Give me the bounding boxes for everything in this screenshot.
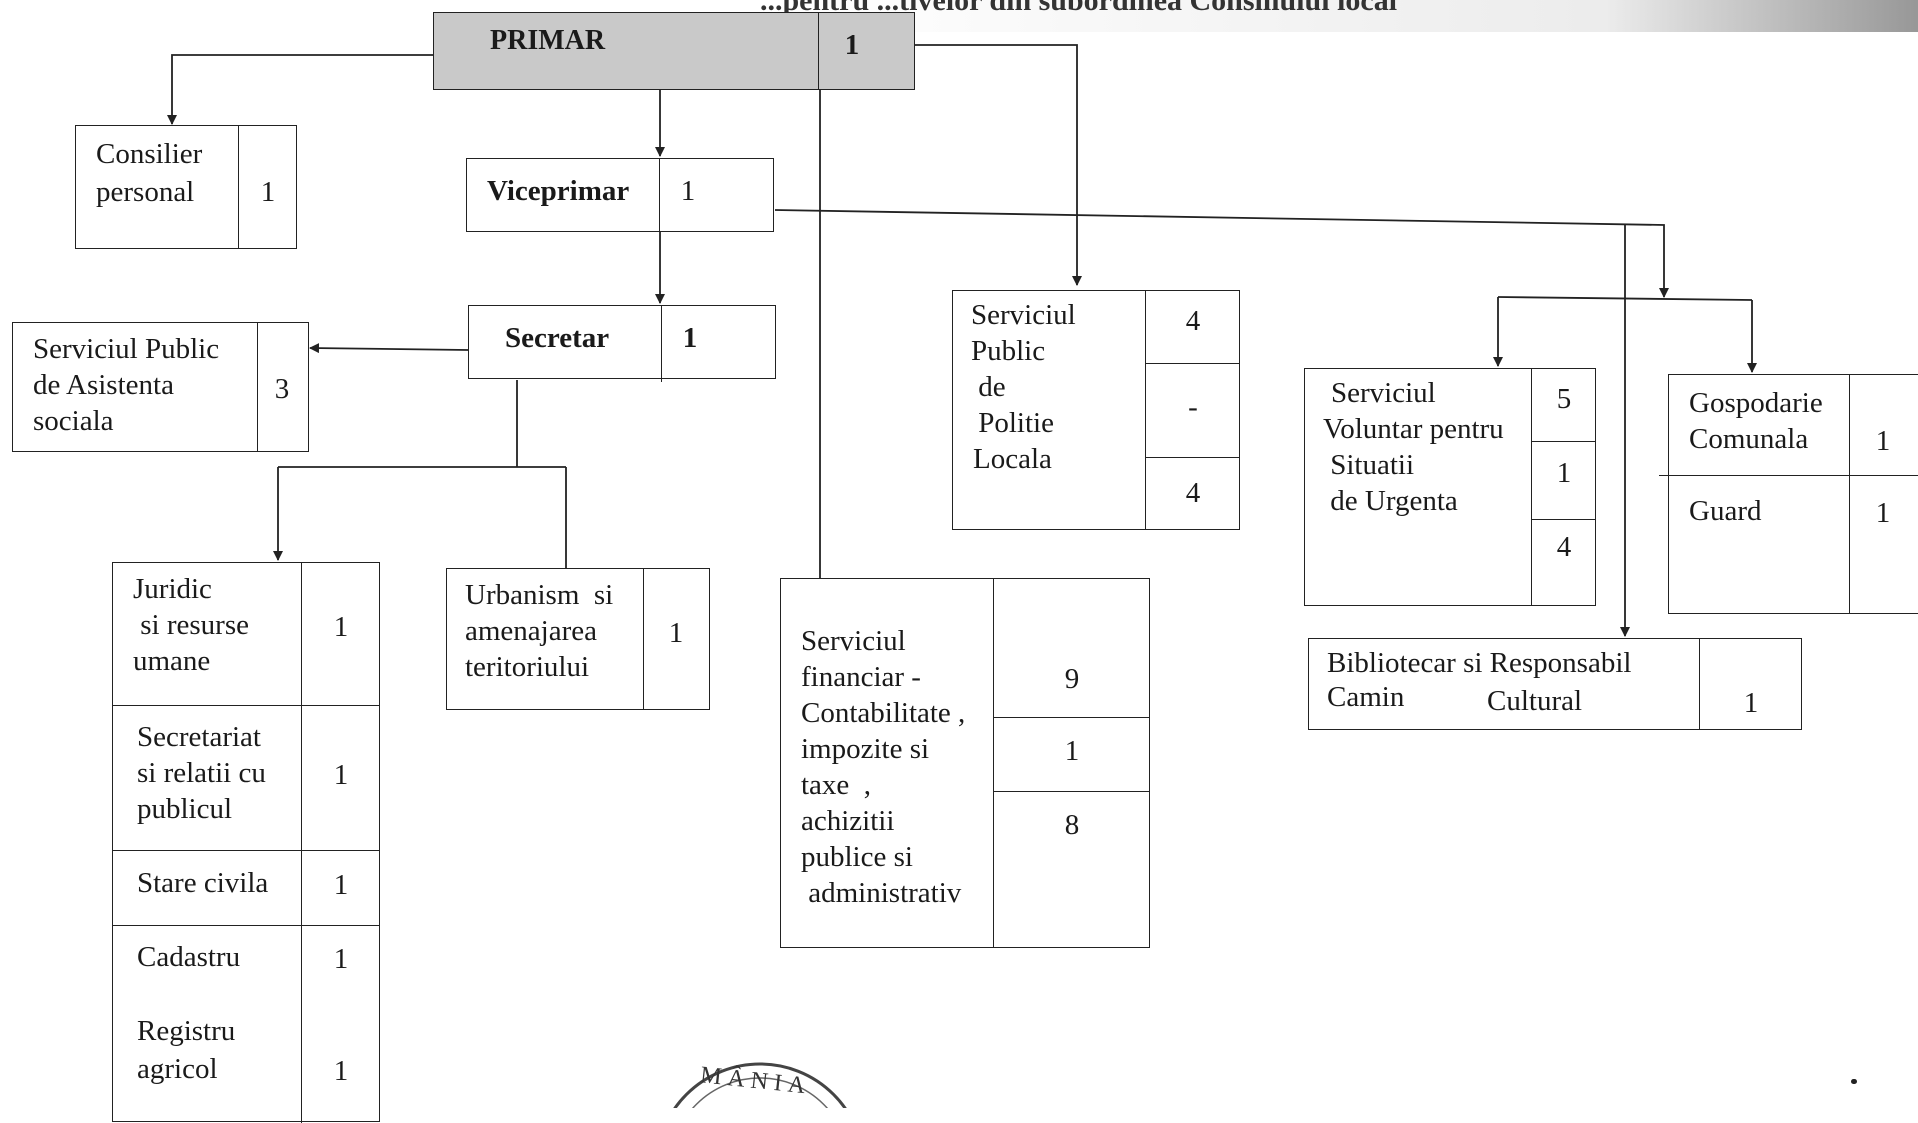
bibliotecar-label-1: Bibliotecar si Responsabil (1327, 647, 1632, 679)
urbanism-label-1: Urbanism si (465, 579, 614, 611)
secretariat-count: 1 (333, 759, 349, 791)
bibliotecar-box: Bibliotecar si Responsabil Camin Cultura… (1308, 638, 1802, 730)
bibliotecar-label-2a: Camin (1327, 681, 1405, 713)
consilier-label-1: Consilier (96, 138, 203, 170)
politie-line-3: de (971, 371, 1006, 403)
bibliotecar-count: 1 (1743, 687, 1759, 719)
urbanism-label-2: amenajarea (465, 615, 598, 647)
politie-count-2: - (1188, 391, 1198, 423)
voluntar-box: Serviciul Voluntar pentru Situatii de Ur… (1304, 368, 1596, 606)
voluntar-count-2: 1 (1556, 457, 1572, 489)
asistenta-label-3: sociala (33, 405, 114, 437)
financiar-line-3: Contabilitate , (801, 697, 966, 729)
bibliotecar-label-2b: Cultural (1487, 685, 1583, 717)
secretar-box: Secretar 1 (468, 305, 776, 382)
financiar-line-8: administrativ (801, 877, 962, 909)
financiar-line-6: achizitii (801, 805, 895, 837)
financiar-line-7: publice si (801, 841, 913, 873)
guard-label: Guard (1689, 495, 1762, 527)
registru-label-2: agricol (137, 1053, 218, 1085)
registru-count: 1 (333, 1055, 349, 1087)
primar-count: 1 (844, 29, 860, 61)
viceprimar-count: 1 (680, 175, 696, 207)
voluntar-line-1: Serviciul (1331, 377, 1436, 409)
viceprimar-box: Viceprimar 1 (466, 158, 774, 232)
cadastru-count: 1 (333, 943, 349, 975)
politie-line-1: Serviciul (971, 299, 1076, 331)
politie-count-3: 4 (1185, 477, 1201, 509)
secretariat-label-3: publicul (137, 793, 233, 825)
secretar-count: 1 (682, 322, 698, 354)
header-strip (780, 0, 1918, 32)
financiar-count-2: 1 (1064, 735, 1080, 767)
gospodarie-box: Gospodarie Comunala 1 Guard 1 (1659, 374, 1918, 614)
stare-civila-count: 1 (333, 869, 349, 901)
financiar-line-2: financiar - (801, 661, 921, 693)
financiar-line-1: Serviciul (801, 625, 906, 657)
urbanism-label-3: teritoriului (465, 651, 590, 683)
financiar-box: Serviciul financiar - Contabilitate , im… (780, 578, 1150, 948)
voluntar-line-3: Situatii (1323, 449, 1415, 481)
consilier-box: Consilier personal 1 (75, 125, 297, 249)
politie-line-4: Politie (971, 407, 1054, 439)
politie-line-2: Public (971, 335, 1046, 367)
stamp-text: MÂNIA (640, 1058, 751, 1064)
secretar-label: Secretar (505, 322, 610, 354)
scan-dot (1851, 1079, 1857, 1084)
voluntar-count-1: 5 (1556, 383, 1572, 415)
secretariat-label-2: si relatii cu (137, 757, 266, 789)
asistenta-count: 3 (274, 373, 290, 405)
urbanism-box: Urbanism si amenajarea teritoriului 1 (446, 568, 710, 710)
politie-box: Serviciul Public de Politie Locala 4 - 4 (952, 290, 1240, 530)
politie-count-1: 4 (1185, 305, 1201, 337)
juridic-label-2: si resurse (133, 609, 249, 641)
primar-label: PRIMAR (490, 25, 606, 56)
viceprimar-label: Viceprimar (487, 175, 630, 207)
financiar-count-3: 8 (1064, 809, 1080, 841)
voluntar-line-4: de Urgenta (1323, 485, 1458, 517)
asistenta-box: Serviciul Public de Asistenta sociala 3 (12, 322, 309, 452)
financiar-count-1: 9 (1064, 663, 1080, 695)
politie-line-5: Locala (973, 443, 1052, 475)
guard-count: 1 (1875, 497, 1891, 529)
gospodarie-count: 1 (1875, 425, 1891, 457)
gospodarie-label-2: Comunala (1689, 423, 1809, 455)
juridic-label-1: Juridic (133, 573, 212, 605)
asistenta-label-1: Serviciul Public (33, 333, 220, 365)
departments-stack: Juridic si resurse umane 1 Secretariat s… (112, 562, 380, 1123)
stare-civila-label: Stare civila (137, 867, 269, 899)
voluntar-line-2: Voluntar pentru (1323, 413, 1504, 445)
consilier-label-2: personal (96, 176, 195, 208)
stamp: MÂNIA (640, 1058, 847, 1108)
gospodarie-label-1: Gospodarie (1689, 387, 1823, 419)
asistenta-label-2: de Asistenta (33, 369, 174, 401)
urbanism-count: 1 (668, 617, 684, 649)
cadastru-label: Cadastru (137, 941, 241, 973)
primar-box: PRIMAR 1 (433, 12, 915, 90)
juridic-count: 1 (333, 611, 349, 643)
financiar-line-5: taxe , (801, 769, 872, 801)
voluntar-count-3: 4 (1556, 531, 1572, 563)
consilier-count: 1 (260, 176, 276, 208)
secretariat-label-1: Secretariat (137, 721, 261, 753)
registru-label-1: Registru (137, 1015, 236, 1047)
financiar-line-4: impozite si (801, 733, 930, 765)
juridic-label-3: umane (133, 645, 211, 677)
